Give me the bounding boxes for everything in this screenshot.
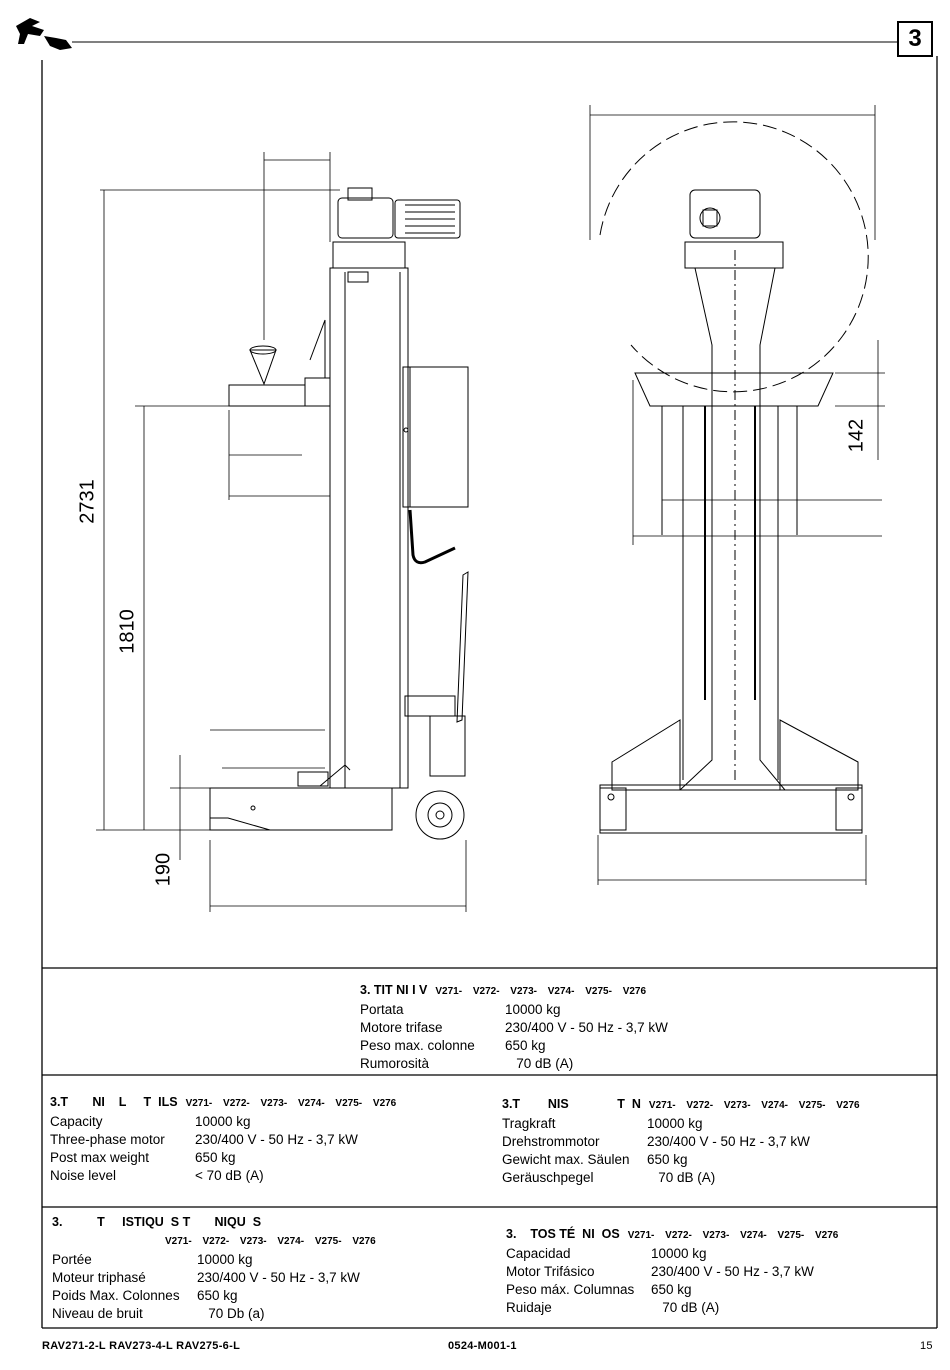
column-body xyxy=(329,267,409,789)
spec-label: Drehstrommotor xyxy=(502,1134,600,1149)
spec-it-title: 3. TIT NI I V xyxy=(360,983,428,997)
spec-english: 3.T NI L T ILS V271- V272- V273- V274- V2… xyxy=(50,1093,396,1185)
footer-page-number: 15 xyxy=(920,1340,933,1352)
wheel xyxy=(415,790,465,840)
motor xyxy=(394,199,461,239)
dim-overall-height: 2731 xyxy=(76,479,99,524)
spec-de-models: V271- V272- V273- V274- V275- V276 xyxy=(648,1100,860,1111)
spec-value: 230/400 V - 50 Hz - 3,7 kW xyxy=(197,1270,360,1285)
section-number: 3 xyxy=(908,25,922,52)
spec-it-models: V271- V272- V273- V274- V275- V276 xyxy=(435,986,647,997)
section-number-box xyxy=(897,21,933,57)
dim-min-height: 190 xyxy=(152,852,175,887)
spec-value: 230/400 V - 50 Hz - 3,7 kW xyxy=(651,1264,814,1279)
front-carriage xyxy=(634,372,834,407)
spec-value: < 70 dB (A) xyxy=(195,1168,264,1183)
spec-es-title: 3. TOS TÉ NI OS xyxy=(506,1227,620,1241)
spec-value: 70 dB (A) xyxy=(651,1300,720,1315)
spec-french: 3. T ISTIQU S T NIQU S V271- V272- V273-… xyxy=(52,1213,376,1323)
spec-value: 10000 kg xyxy=(197,1252,253,1267)
side-view xyxy=(96,152,469,912)
spec-label: Portée xyxy=(52,1252,92,1267)
spec-value: 10000 kg xyxy=(505,1002,561,1017)
brand-logo xyxy=(16,18,72,50)
wheel-chock xyxy=(249,349,277,386)
control-box xyxy=(402,366,469,508)
spec-label: Motor Trifásico xyxy=(506,1264,595,1279)
base xyxy=(209,787,393,831)
spec-label: Moteur triphasé xyxy=(52,1270,146,1285)
spec-label: Rumorosità xyxy=(360,1056,430,1071)
spec-value: 70 dB (A) xyxy=(647,1170,716,1185)
spec-label: Poids Max. Colonnes xyxy=(52,1288,180,1303)
spec-value: 650 kg xyxy=(651,1282,692,1297)
spec-fr-title: 3. T ISTIQU S T NIQU S xyxy=(52,1215,262,1229)
spec-value: 650 kg xyxy=(197,1288,238,1303)
dim-side: 142 xyxy=(845,418,868,453)
spec-value: 230/400 V - 50 Hz - 3,7 kW xyxy=(647,1134,810,1149)
spec-spanish: 3. TOS TÉ NI OS V271- V272- V273- V274- V… xyxy=(506,1225,838,1317)
spec-value: 10000 kg xyxy=(651,1246,707,1261)
spec-label: Tragkraft xyxy=(502,1116,556,1131)
spec-label: Portata xyxy=(360,1002,404,1017)
gearbox xyxy=(337,197,394,239)
spec-de-title: 3.T NIS T N xyxy=(502,1097,641,1111)
footer-doc-code: 0524-M001-1 xyxy=(448,1340,517,1352)
spec-value: 10000 kg xyxy=(195,1114,251,1129)
spec-fr-models: V271- V272- V273- V274- V275- V276 xyxy=(165,1236,376,1247)
spec-label: Peso máx. Columnas xyxy=(506,1282,635,1297)
lifting-arm xyxy=(228,384,306,407)
front-view xyxy=(589,105,885,885)
swing-circle xyxy=(599,121,869,393)
spec-label: Post max weight xyxy=(50,1150,150,1165)
spec-label: Capacidad xyxy=(506,1246,571,1261)
spec-value: 230/400 V - 50 Hz - 3,7 kW xyxy=(505,1020,668,1035)
spec-label: Motore trifase xyxy=(360,1020,443,1035)
dim-arm-height: 1810 xyxy=(116,609,139,654)
spec-value: 70 Db (a) xyxy=(197,1306,265,1321)
spec-label: Peso max. colonne xyxy=(360,1038,475,1053)
spec-value: 70 dB (A) xyxy=(505,1056,574,1071)
pump-handle xyxy=(456,571,469,723)
spec-value: 650 kg xyxy=(647,1152,688,1167)
spec-label: Geräuschpegel xyxy=(502,1170,594,1185)
spec-label: Noise level xyxy=(50,1168,117,1183)
front-motor xyxy=(689,189,761,239)
spec-value: 650 kg xyxy=(505,1038,546,1053)
spec-label: Capacity xyxy=(50,1114,103,1129)
spec-value: 650 kg xyxy=(195,1150,236,1165)
column-top xyxy=(684,241,784,269)
spec-label: Gewicht max. Säulen xyxy=(502,1152,630,1167)
spec-value: 10000 kg xyxy=(647,1116,703,1131)
spec-label: Ruidaje xyxy=(506,1300,552,1315)
spec-en-models: V271- V272- V273- V274- V275- V276 xyxy=(185,1098,397,1109)
spec-label: Three-phase motor xyxy=(50,1132,165,1147)
spec-es-models: V271- V272- V273- V274- V275- V276 xyxy=(627,1230,839,1241)
spec-value: 230/400 V - 50 Hz - 3,7 kW xyxy=(195,1132,358,1147)
spec-italian: 3. TIT NI I V V271- V272- V273- V274- V27… xyxy=(360,981,668,1073)
spec-en-title: 3.T NI L T ILS xyxy=(50,1095,178,1109)
spec-label: Niveau de bruit xyxy=(52,1306,143,1321)
spec-german: 3.T NIS T N V271- V272- V273- V274- V275-… xyxy=(502,1095,860,1187)
footer-models: RAV271-2-L RAV273-4-L RAV275-6-L xyxy=(42,1340,241,1352)
front-base xyxy=(599,784,863,834)
